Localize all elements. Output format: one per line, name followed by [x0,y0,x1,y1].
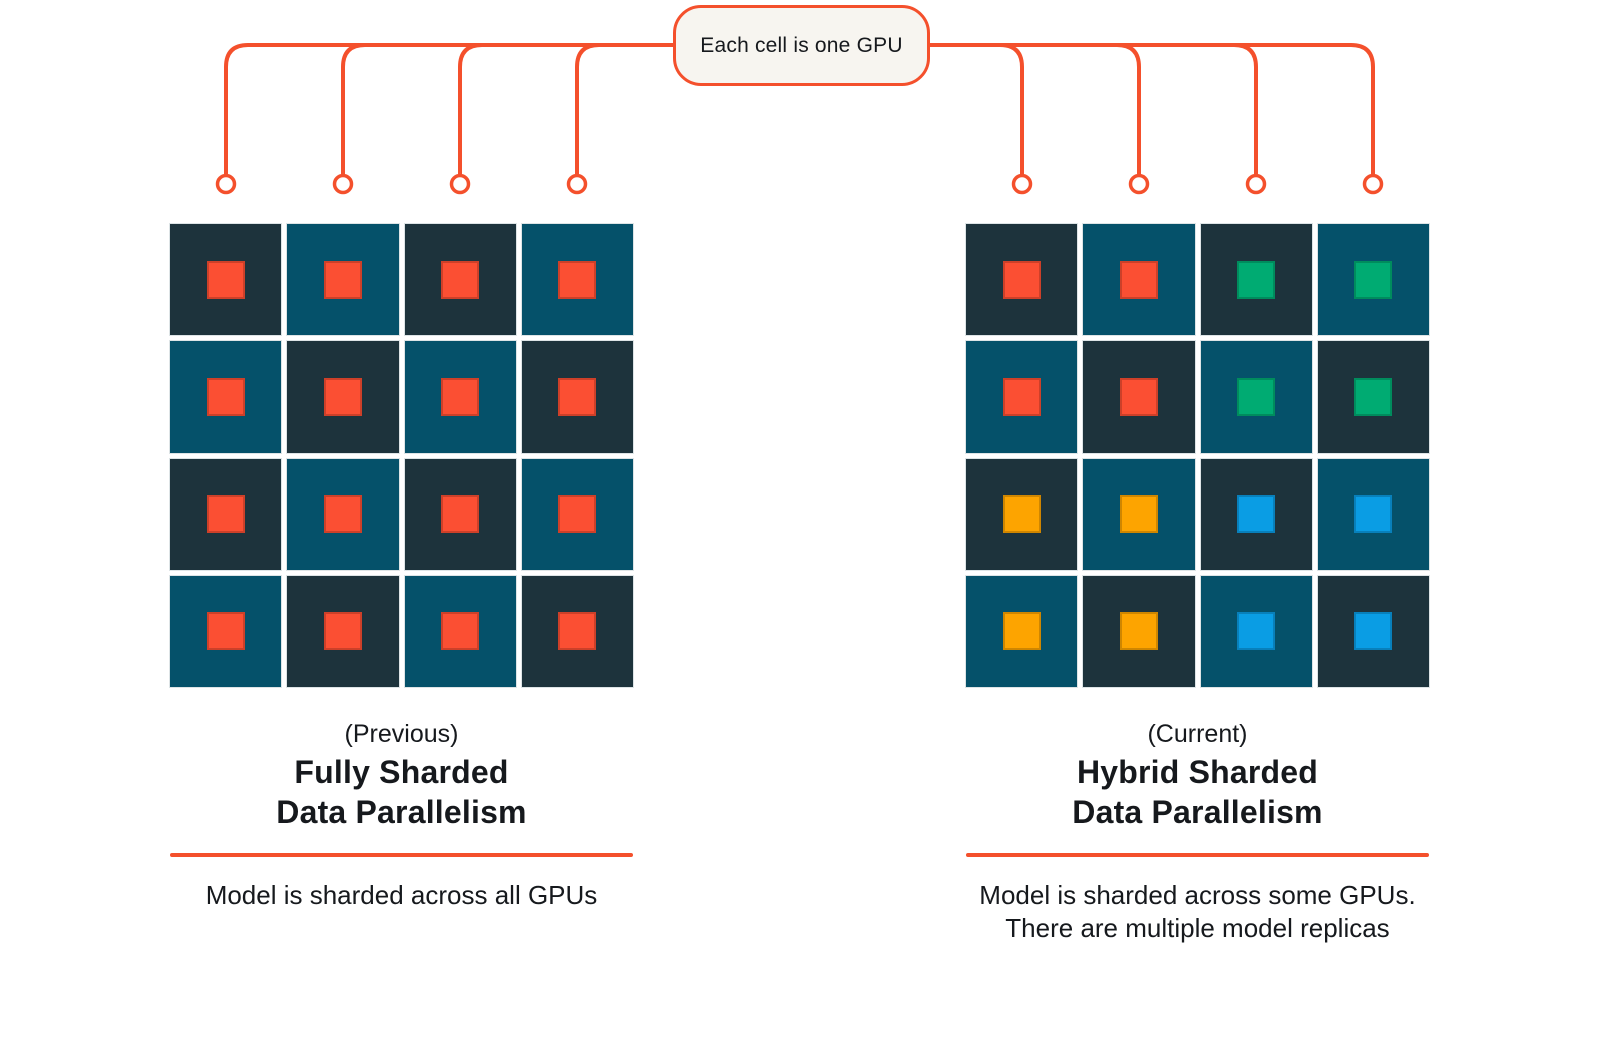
gpu-cell [966,224,1078,336]
gpu-cell [1200,224,1312,336]
shard-red-square [323,377,362,416]
shard-blue-square [1237,495,1276,534]
shard-red-square [441,377,480,416]
panel-fully-sharded: (Previous) Fully Sharded Data Parallelis… [170,224,633,912]
gpu-cell [1317,575,1429,687]
panel-title-line2: Data Parallelism [276,794,527,830]
shard-red-square [206,495,245,534]
panel-title-line1: Hybrid Sharded [1076,754,1319,790]
connector-branch [575,43,800,176]
panel-caption-line1: Model is sharded across some GPUs. [979,880,1416,910]
panel-caption: Model is sharded across all GPUs [170,879,633,912]
panel-tag: (Current) [1147,720,1248,748]
connector-ring-icon [449,173,471,195]
gpu-cell [1083,575,1195,687]
gpu-cell [1317,341,1429,453]
gpu-cell [404,224,516,336]
shard-amber-square [1002,612,1041,651]
shard-red-square [206,260,245,299]
gpu-cell [966,575,1078,687]
gpu-cell [287,341,399,453]
gpu-cell [521,224,633,336]
shard-red-square [558,612,597,651]
shard-green-square [1354,377,1393,416]
gpu-cell [170,575,282,687]
shard-blue-square [1354,495,1393,534]
shard-red-square [1119,260,1158,299]
connector-ring-icon [566,173,588,195]
shard-amber-square [1002,495,1041,534]
shard-red-square [323,495,362,534]
gpu-cell [404,575,516,687]
panel-title: Fully Sharded Data Parallelism [170,752,633,832]
shard-green-square [1237,260,1276,299]
gpu-cell [170,341,282,453]
panel-title: Hybrid Sharded Data Parallelism [966,752,1429,832]
gpu-cell [287,575,399,687]
connector-ring-icon [332,173,354,195]
gpu-cell [521,341,633,453]
shard-red-square [558,260,597,299]
connector-branch [800,43,1375,176]
shard-amber-square [1119,612,1158,651]
shard-red-square [558,495,597,534]
shard-green-square [1237,377,1276,416]
shard-red-square [441,495,480,534]
shard-amber-square [1119,495,1158,534]
gpu-cell [1200,575,1312,687]
shard-red-square [441,612,480,651]
panel-caption-line2: There are multiple model replicas [1005,913,1390,943]
panel-caption-line1: Model is sharded across all GPUs [205,880,598,910]
connector-ring-icon [1362,173,1384,195]
panel-hybrid-sharded: (Current) Hybrid Sharded Data Parallelis… [966,224,1429,945]
gpu-cell [287,224,399,336]
connector-branch [458,43,800,176]
panel-divider [966,853,1429,857]
gpu-cell [966,458,1078,570]
gpu-cell [1083,458,1195,570]
panel-title-line1: Fully Sharded [294,754,509,790]
panel-title-line2: Data Parallelism [1072,794,1323,830]
gpu-cell [1317,458,1429,570]
gpu-cell [521,458,633,570]
gpu-callout: Each cell is one GPU [673,5,930,86]
connector-ring-icon [1011,173,1033,195]
gpu-cell [170,458,282,570]
gpu-cell [1083,224,1195,336]
shard-red-square [1002,260,1041,299]
gpu-cell [404,341,516,453]
connector-ring-icon [215,173,237,195]
shard-green-square [1354,260,1393,299]
connector-ring-icon [1245,173,1267,195]
gpu-grid-hybrid-sharded [966,224,1429,687]
shard-blue-square [1354,612,1393,651]
shard-red-square [441,260,480,299]
shard-red-square [558,377,597,416]
connector-lines [215,43,1384,195]
gpu-cell [404,458,516,570]
shard-red-square [1119,377,1158,416]
panel-tag: (Previous) [344,720,459,748]
shard-red-square [206,377,245,416]
gpu-cell [966,341,1078,453]
connector-branch [224,43,800,176]
gpu-cell [1200,341,1312,453]
gpu-callout-label: Each cell is one GPU [700,33,903,57]
connector-branch [341,43,800,176]
gpu-cell [1083,341,1195,453]
shard-blue-square [1237,612,1276,651]
panel-caption: Model is sharded across some GPUs. There… [966,879,1429,945]
shard-red-square [1002,377,1041,416]
gpu-cell [521,575,633,687]
gpu-grid-fully-sharded [170,224,633,687]
gpu-cell [1200,458,1312,570]
gpu-cell [170,224,282,336]
connector-ring-icon [1128,173,1150,195]
shard-red-square [206,612,245,651]
shard-red-square [323,612,362,651]
gpu-cell [287,458,399,570]
gpu-cell [1317,224,1429,336]
shard-red-square [323,260,362,299]
panel-divider [170,853,633,857]
